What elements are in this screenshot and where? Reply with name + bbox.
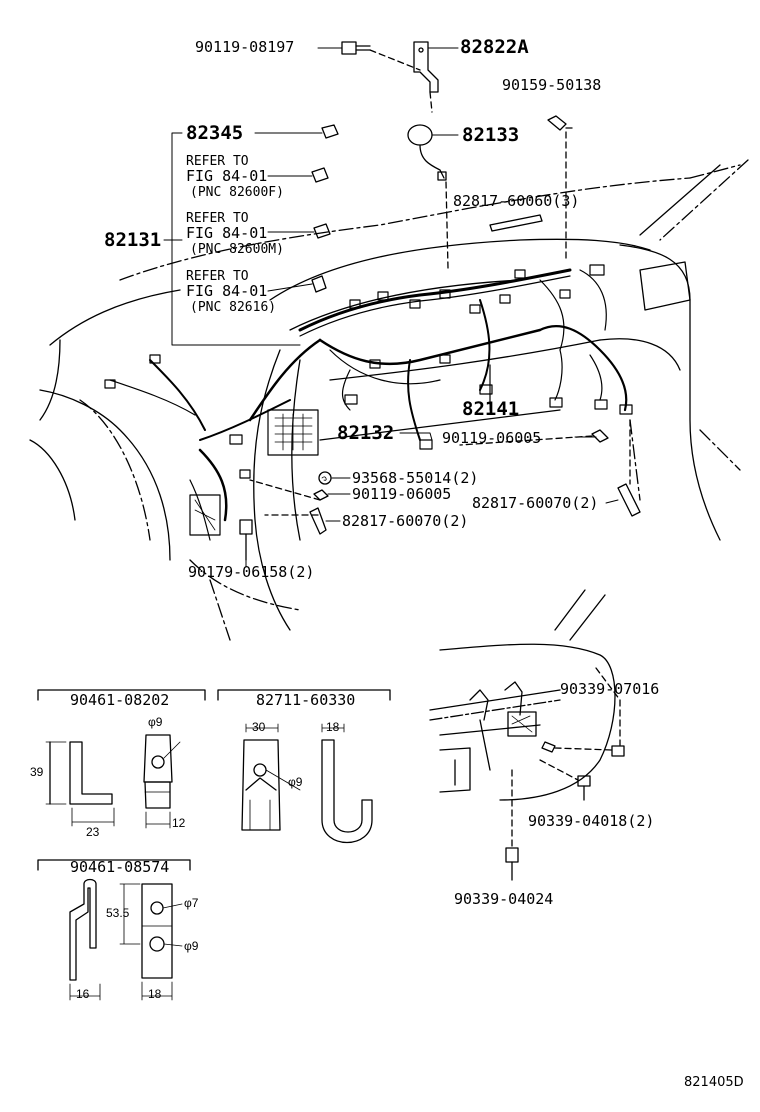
ref-note-1-line2: FIG 84-01 xyxy=(186,167,268,185)
ref-note-1-line1: REFER TO xyxy=(186,154,249,169)
ref-note-2-line2: FIG 84-01 xyxy=(186,224,268,242)
dim-hole-phi9-b: φ9 xyxy=(288,775,303,789)
detail-clip-82711-60330 xyxy=(217,689,391,843)
part-label-82133: 82133 xyxy=(462,124,520,146)
part-icons-lower xyxy=(239,419,641,561)
part-label-82817-60070-right: 82817-60070(2) xyxy=(472,494,599,512)
part-label-90179-06158: 90179-06158(2) xyxy=(188,563,315,581)
dim-height-39: 39 xyxy=(30,765,44,779)
dim-width-18-a: 18 xyxy=(326,720,340,734)
part-label-82817-60070-left: 82817-60070(2) xyxy=(342,512,469,530)
part-label-82817-60060: 82817-60060(3) xyxy=(453,192,580,210)
part-label-90119-08197: 90119-08197 xyxy=(195,38,295,56)
part-label-90119-06005-upper: 90119-06005 xyxy=(442,429,542,447)
diagram-code: 821405D xyxy=(684,1075,744,1090)
detail-title-90461-08574: 90461-08574 xyxy=(70,858,170,876)
part-label-90159-50138: 90159-50138 xyxy=(502,76,602,94)
dim-width-30: 30 xyxy=(252,720,266,734)
dim-width-16: 16 xyxy=(76,987,90,1001)
part-label-82822A: 82822A xyxy=(460,36,529,58)
inset-door-trim xyxy=(429,589,625,881)
dim-hole-phi9-a: φ9 xyxy=(148,715,163,729)
dim-thickness-12: 12 xyxy=(172,816,186,830)
detail-clip-90461-08574 xyxy=(37,859,191,1001)
wire-harness xyxy=(104,264,633,541)
part-label-82131: 82131 xyxy=(104,229,162,251)
dim-hole-phi9-c: φ9 xyxy=(184,939,199,953)
dim-hole-phi7: φ7 xyxy=(184,896,199,910)
dim-height-53-5: 53.5 xyxy=(106,906,130,920)
ref-note-3-line3: (PNC 82616) xyxy=(190,300,277,315)
leader-lines xyxy=(163,47,619,567)
ref-note-2-line3: (PNC 82600M) xyxy=(190,242,284,257)
ref-note-1-line3: (PNC 82600F) xyxy=(190,185,284,200)
part-label-90339-04018: 90339-04018(2) xyxy=(528,812,655,830)
part-label-90339-07016: 90339-07016 xyxy=(560,680,660,698)
detail-title-90461-08202: 90461-08202 xyxy=(70,691,170,709)
vehicle-body-outline xyxy=(29,159,749,641)
ref-note-3-line1: REFER TO xyxy=(186,269,249,284)
ref-note-3-line2: FIG 84-01 xyxy=(186,282,268,300)
detail-title-82711-60330: 82711-60330 xyxy=(256,691,356,709)
part-label-93568-55014: 93568-55014(2) xyxy=(352,469,479,487)
detail-clip-90461-08202 xyxy=(37,689,206,829)
part-label-82141: 82141 xyxy=(462,398,520,420)
part-label-82345: 82345 xyxy=(186,122,244,144)
ref-note-2-line1: REFER TO xyxy=(186,211,249,226)
dim-width-23: 23 xyxy=(86,825,100,839)
part-label-90119-06005-lower: 90119-06005 xyxy=(352,485,452,503)
dim-width-18-b: 18 xyxy=(148,987,162,1001)
part-label-82132: 82132 xyxy=(337,422,395,444)
part-label-90339-04024: 90339-04024 xyxy=(454,890,554,908)
